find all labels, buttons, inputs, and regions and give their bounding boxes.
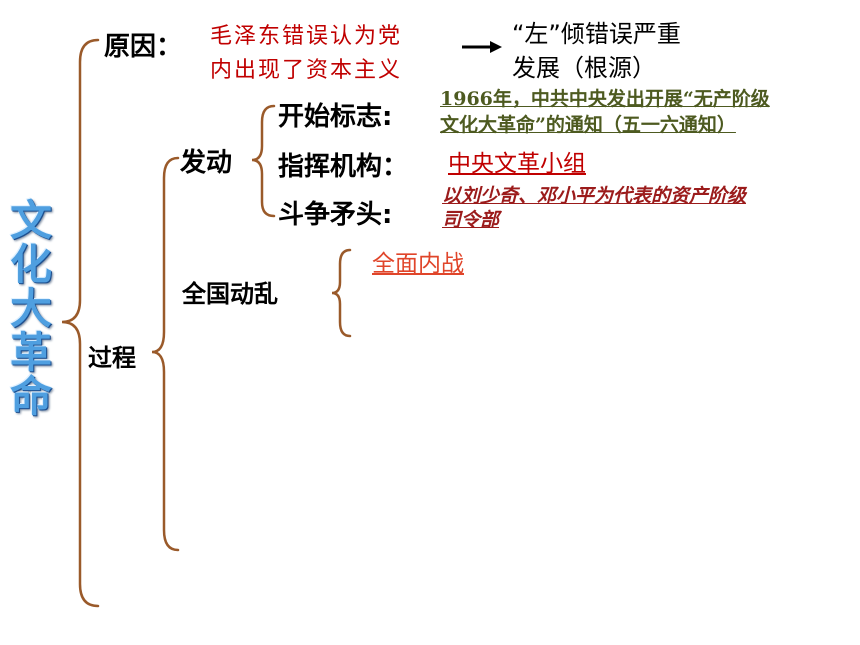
cause-text-line2: 内出现了资本主义: [210, 58, 403, 83]
launch-brace: [251, 104, 276, 218]
title-char-5: 命: [9, 372, 52, 421]
start-sign-label: 开始标志:: [278, 102, 393, 132]
process-label: 过程: [88, 344, 136, 372]
title-char-1: 文: [9, 196, 52, 245]
title-char-4: 革: [9, 328, 52, 377]
process-brace: [151, 156, 180, 552]
start-sign-text-line1: 1966年，中共中央发出开展“无产阶级: [440, 88, 770, 110]
launch-label: 发动: [180, 148, 233, 178]
start-sign-text-line2: 文化大革命”的通知（五一六通知）: [440, 114, 736, 136]
arrow: [462, 41, 502, 53]
chaos-label: 全国动乱: [182, 280, 278, 308]
title-char-3: 大: [9, 284, 52, 333]
command-label: 指挥机构：: [278, 152, 409, 182]
target-label: 斗争矛头:: [278, 200, 393, 230]
main-brace: [61, 38, 100, 608]
target-text-line2: 司令部: [442, 209, 500, 231]
chaos-brace: [331, 248, 352, 338]
cause-result-line1: “左”倾错误严重: [512, 20, 681, 48]
chaos-item-1: 全面内战: [372, 251, 464, 277]
target-text-line1: 以刘少奇、邓小平为代表的资产阶级: [442, 185, 747, 207]
cause-label: 原因：: [104, 32, 183, 62]
cause-result-line2: 发展（根源）: [512, 54, 656, 82]
title-char-2: 化: [9, 240, 52, 289]
command-text: 中央文革小组: [448, 151, 586, 177]
cause-text-line1: 毛泽东错误认为党: [210, 24, 403, 49]
